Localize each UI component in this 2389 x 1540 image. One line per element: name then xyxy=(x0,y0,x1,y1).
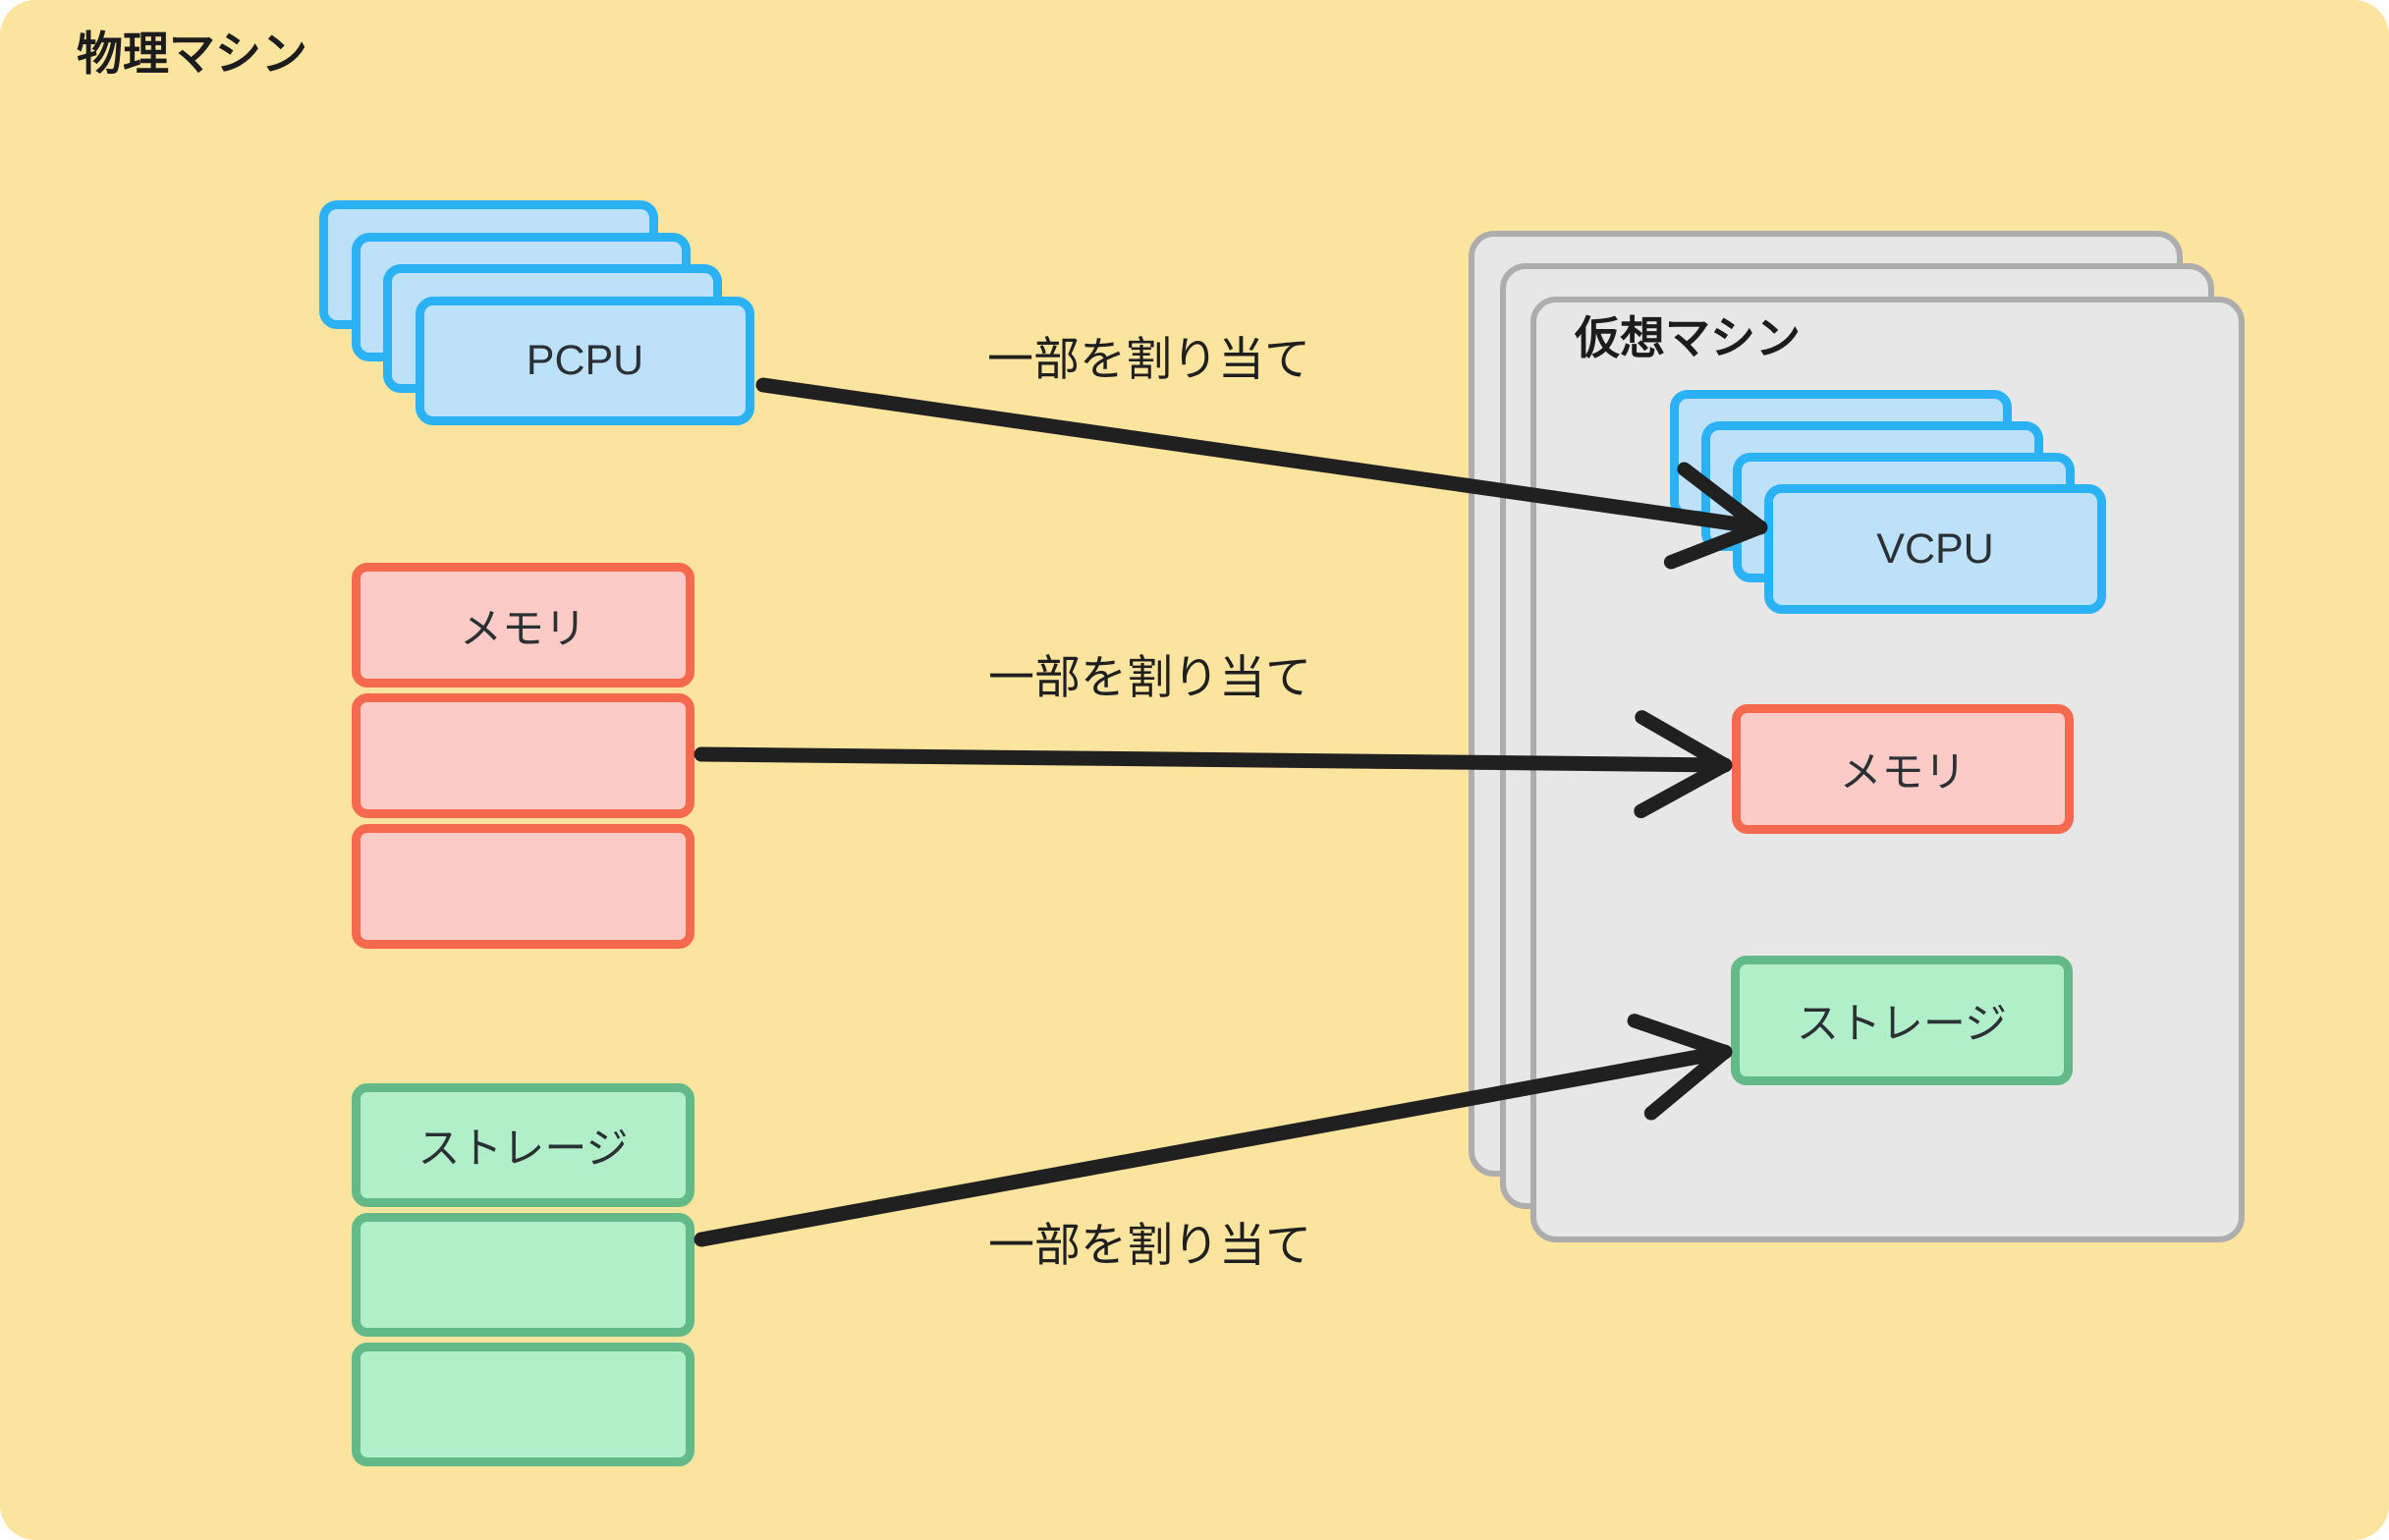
vm-memory-card: メモリ xyxy=(1732,704,2074,834)
pcpu-card: PCPU xyxy=(416,297,754,425)
vm-storage-card: ストレージ xyxy=(1731,956,2073,1085)
physical-storage-card-3 xyxy=(352,1343,694,1466)
physical-memory-card-2 xyxy=(352,693,694,818)
physical-memory-card-1: メモリ xyxy=(352,563,694,688)
physical-memory-label: メモリ xyxy=(460,605,586,653)
allocate-label-cpu: 一部を割り当て xyxy=(987,333,1310,385)
vcpu-card: VCPU xyxy=(1764,484,2106,614)
allocate-label-storage: 一部を割り当て xyxy=(988,1219,1311,1271)
physical-memory-card-3 xyxy=(352,824,694,949)
physical-storage-label: ストレージ xyxy=(417,1126,629,1173)
vm-memory-label: メモリ xyxy=(1839,749,1967,797)
virtual-machine-title: 仮想マシン xyxy=(1575,312,1801,363)
vm-storage-label: ストレージ xyxy=(1796,1001,2008,1048)
pcpu-label: PCPU xyxy=(526,337,644,384)
physical-storage-card-2 xyxy=(352,1213,694,1337)
vcpu-label: VCPU xyxy=(1876,524,1994,573)
physical-machine-title: 物理マシン xyxy=(77,28,307,80)
physical-storage-card-1: ストレージ xyxy=(352,1083,694,1207)
allocate-label-memory: 一部を割り当て xyxy=(988,651,1311,703)
